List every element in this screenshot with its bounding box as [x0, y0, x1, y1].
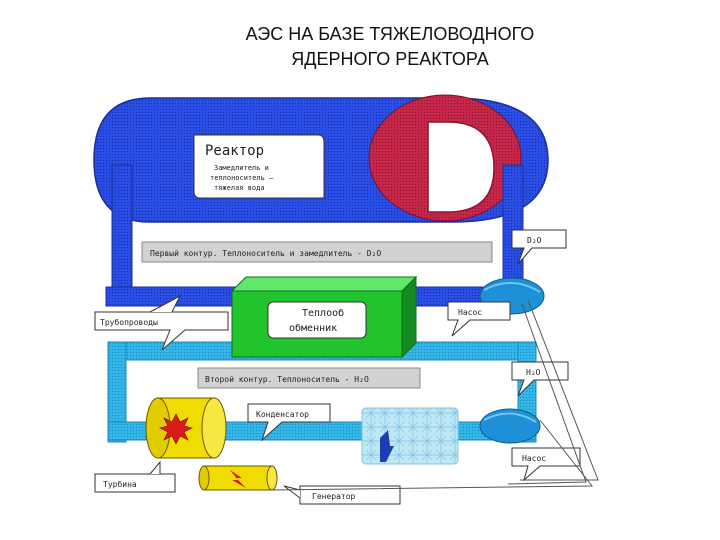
primary-pipe-left	[111, 164, 133, 302]
d2o-label: D₂O	[527, 236, 542, 245]
pump-top-callout: Насос	[447, 301, 511, 337]
reactor-desc-3: тяжелая вода	[214, 184, 265, 192]
pump-top-label: Насос	[458, 308, 482, 317]
h2o-label: H₂O	[526, 368, 541, 377]
heat-exchanger: Теплооб обменник	[230, 275, 418, 359]
pipelines-callout: Трубопроводы	[94, 294, 229, 351]
heat-exchanger-line-1: Теплооб	[302, 307, 344, 319]
pump-bottom-label: Насос	[522, 454, 546, 463]
pipelines-label: Трубопроводы	[100, 317, 158, 327]
condenser	[361, 407, 459, 465]
generator	[198, 465, 278, 491]
turbine-callout: Турбина	[94, 460, 176, 493]
diagram-title: АЭС НА БАЗЕ ТЯЖЕЛОВОДНОГО ЯДЕРНОГО РЕАКТ…	[160, 22, 620, 72]
generator-callout: Генератор	[283, 485, 401, 505]
connection-line-2	[507, 303, 587, 485]
lightning-icon	[230, 470, 246, 488]
reactor-desc-2: теплоноситель –	[210, 174, 274, 182]
connection-line-3	[271, 419, 594, 491]
generator-label: Генератор	[312, 492, 356, 501]
turbine-label: Турбина	[103, 479, 137, 489]
primary-circuit-label: Первый контур. Теплоноситель и замедлите…	[150, 249, 381, 258]
condenser-callout: Конденсатор	[247, 403, 331, 442]
h2o-callout: H₂O	[511, 361, 569, 397]
reactor-core-window	[427, 121, 495, 213]
connection-line-1	[520, 299, 599, 481]
secondary-pipe-left	[107, 341, 127, 443]
turbine	[145, 397, 227, 459]
valve-icon	[380, 430, 394, 462]
d2o-callout: D₂O	[511, 229, 567, 265]
reactor-caption: Реактор Замедлитель и теплоноситель – тя…	[193, 134, 325, 199]
burst-icon	[159, 413, 193, 445]
primary-circuit-bar: Первый контур. Теплоноситель и замедлите…	[141, 241, 493, 263]
pump-bottom-callout: Насос	[511, 447, 581, 482]
condenser-body	[361, 407, 459, 465]
pump-bottom	[479, 408, 541, 444]
reactor-desc-1: Замедлитель и	[214, 164, 269, 172]
title-line-2: ЯДЕРНОГО РЕАКТОРА	[291, 49, 489, 69]
secondary-circuit-bar: Второй контур. Теплоноситель - H₂O	[197, 367, 421, 389]
title-line-1: АЭС НА БАЗЕ ТЯЖЕЛОВОДНОГО	[245, 24, 535, 44]
connection-lines	[271, 299, 599, 491]
heat-exchanger-line-2: обменник	[289, 322, 337, 334]
secondary-circuit-label: Второй контур. Теплоноситель - H₂O	[205, 375, 369, 384]
reactor-title: Реактор	[205, 143, 264, 159]
condenser-label: Конденсатор	[256, 410, 309, 419]
